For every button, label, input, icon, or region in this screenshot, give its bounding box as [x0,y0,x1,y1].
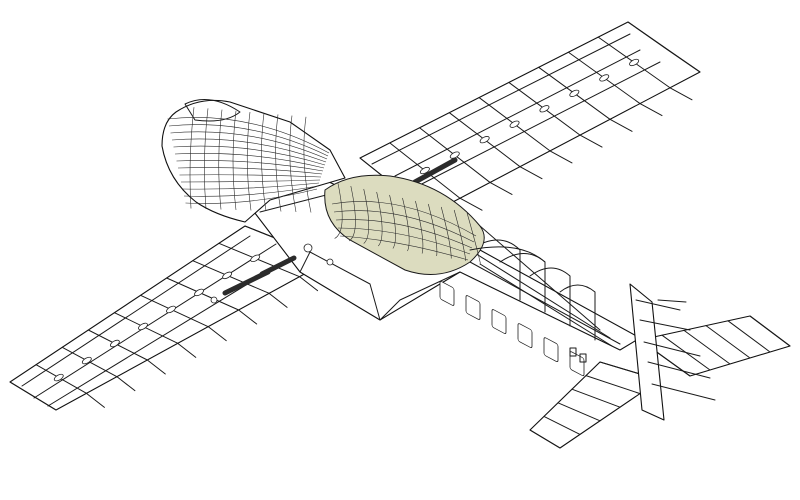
cowl-mesh-line-icon [261,113,267,212]
trailing-edge-tab-icon [489,181,513,195]
cowl-mesh-line-icon [171,138,327,163]
frame-window-icon [439,281,455,306]
canopy-mesh-line-icon [337,227,471,255]
frame-window-icon [465,295,481,320]
cowl-mesh-line-icon [182,182,320,190]
canopy-mesh-line-icon [348,185,356,242]
tailplane-rib-icon [585,375,641,395]
wing-rib-icon [192,260,270,294]
wing-rib-icon [113,312,179,344]
lightening-hole-icon [194,288,204,297]
lightening-hole-icon [629,58,640,67]
lightening-hole-icon [419,166,430,175]
trailing-edge-tab-icon [609,118,633,132]
tailplane-rib-icon [529,429,561,449]
wing-rib-icon [140,294,209,328]
canopy-icon [324,174,601,331]
canopy-mesh-line-icon [440,206,452,259]
tailplane-rib-icon [749,315,791,347]
fin-frame-icon [629,283,716,421]
lightening-hole-icon [138,322,148,331]
cowl-mesh-line-icon [173,145,326,166]
tailplane-rib-icon [727,320,771,353]
tailplane-rib-icon [557,402,601,422]
canopy-mesh-line-icon [376,191,383,247]
canopy-mesh-line-icon [389,194,396,249]
lightening-hole-icon [479,136,490,144]
lightening-hole-icon [599,74,610,82]
lightening-hole-icon [222,271,233,280]
trailing-edge-tab-icon [299,276,319,292]
cowl-mesh-line-icon [183,185,319,197]
frame-window-icon [543,337,559,363]
canopy-mesh-line-icon [402,197,410,252]
trailing-edge-tab-icon [519,166,543,180]
wing-rib-icon [9,381,57,411]
canopy-mesh-line-icon [339,235,469,261]
cowl-mesh-line-icon [180,179,321,183]
tailplane-rib-icon [543,415,581,435]
trailing-edge-tab-icon [207,326,227,342]
cowl-mesh-line-icon [204,108,209,210]
cowl-mesh-line-icon [176,160,324,172]
tailplane-rib-icon [705,325,751,359]
cowl-mesh-line-icon [167,117,330,154]
wing-rib-icon [218,242,301,278]
cowl-mesh-line-icon [218,109,223,210]
canopy-mesh-line-icon [333,210,475,243]
trailing-edge-tab-icon [238,309,258,325]
trailing-edge-tab-icon [579,134,603,148]
cowl-mesh-line-icon [174,152,325,169]
trailing-edge-tab-icon [459,197,483,211]
trailing-edge-tab-icon [85,392,105,408]
trailing-edge-tab-icon [146,359,166,375]
lightening-hole-icon [509,120,520,128]
wing-joiner-icon [210,157,458,304]
lightening-hole-icon [449,151,460,159]
frame-window-icon [491,309,507,334]
lightening-hole-icon [53,373,64,382]
lightening-hole-icon [81,356,92,365]
canopy-mesh-line-icon [466,212,481,264]
cowl-icon [161,99,346,223]
cowl-mesh-line-icon [168,124,329,157]
trailing-edge-tab-icon [669,87,693,101]
lightening-hole-icon [250,254,261,263]
cowl-mesh-line-icon [289,115,297,213]
cowl-mesh-line-icon [275,114,282,212]
tailplane-rib-icon [571,388,621,408]
canopy-mesh-line-icon [428,203,438,257]
lightening-hole-icon [166,305,176,314]
trailing-edge-tab-icon [177,342,197,358]
trailing-edge-tab-icon [268,292,288,308]
wing-rib-icon [627,21,701,73]
cowl-mesh-line-icon [232,110,237,211]
canopy-mesh-line-icon [363,188,370,244]
cowl-mesh-line-icon [185,188,318,204]
cowl-mesh-line-icon [170,131,328,160]
lightening-hole-icon [109,339,120,348]
tailplane-rib-icon [683,329,731,365]
lightening-hole-icon [569,89,580,97]
frame-window-icon [569,351,585,377]
trailing-edge-tab-icon [639,103,663,117]
cowl-mesh-line-icon [189,107,195,209]
tailplane-frame-icon [529,315,791,449]
wing-rib-icon [166,277,240,311]
lightening-hole-icon [539,105,550,113]
canopy-mesh-line-icon [415,200,424,254]
cowl-mesh-line-icon [303,116,312,213]
canopy-mesh-line-icon [453,209,467,262]
canopy-mesh-line-icon [331,201,477,237]
canopy-mesh-line-icon [335,219,473,249]
frame-window-icon [517,323,533,348]
cowl-mesh-line-icon [246,111,252,211]
canopy-mesh-line-icon [334,182,343,239]
trailing-edge-tab-icon [549,150,573,164]
cowl-mesh-line-icon [177,167,323,175]
trailing-edge-tab-icon [116,376,136,392]
